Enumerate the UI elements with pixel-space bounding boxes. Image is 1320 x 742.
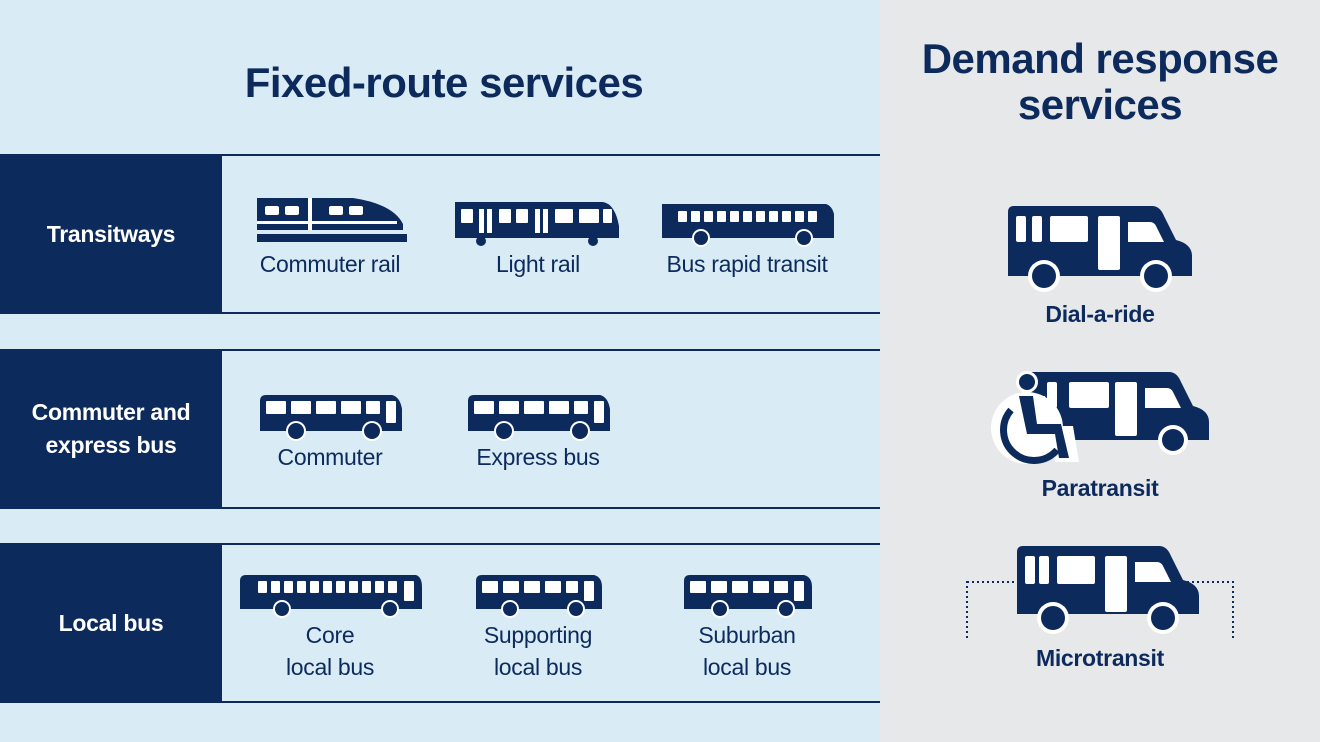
mode-label: Express bus [476, 444, 600, 470]
dr-label: Paratransit [1041, 475, 1159, 501]
row-label-local-bus: Local bus [0, 543, 222, 703]
microtransit-van-icon [966, 546, 1234, 645]
suburban-bus-icon [684, 575, 812, 618]
dr-label: Microtransit [1035, 645, 1165, 671]
mode-label: Suburban local bus [698, 622, 796, 680]
mode-label: Commuter rail [259, 251, 401, 277]
demand-response-panel [880, 0, 1320, 742]
microtransit-item: Microtransit [950, 542, 1250, 672]
dial-a-ride-item: Dial-a-ride [950, 200, 1250, 328]
express-bus-icon [468, 395, 610, 441]
mode-commuter: Commuter [230, 391, 430, 473]
core-bus-icon [240, 575, 422, 618]
dr-label: Dial-a-ride [1045, 301, 1155, 327]
demand-response-title: Demand response services [921, 35, 1279, 128]
mode-label: Bus rapid transit [666, 251, 828, 277]
mode-label: Commuter [277, 444, 383, 470]
mode-core-local-bus: Core local bus [230, 571, 430, 683]
light-rail-icon [455, 202, 619, 246]
mode-label: Light rail [496, 251, 580, 277]
row-label-commuter-express: Commuter and express bus [0, 349, 222, 509]
mode-suburban-local-bus: Suburban local bus [647, 571, 847, 683]
mode-express-bus: Express bus [438, 391, 638, 473]
local-bus-row: Local bus Core local bus [0, 543, 880, 703]
commuter-rail-icon [257, 198, 407, 242]
mode-label: Supporting local bus [483, 622, 593, 680]
paratransit-item: Paratransit [950, 366, 1250, 502]
brt-bus-icon [662, 204, 834, 247]
commuter-bus-icon [260, 395, 402, 441]
dial-a-ride-van-icon [1008, 206, 1192, 292]
transitways-row: Transitways Commuter rail [0, 154, 880, 314]
supporting-bus-icon [476, 575, 602, 618]
mode-light-rail: Light rail [438, 196, 638, 280]
row-label-transitways: Transitways [0, 154, 222, 314]
fixed-route-title: Fixed-route services [244, 59, 644, 106]
paratransit-van-icon [991, 371, 1209, 464]
mode-label: Core local bus [285, 622, 375, 680]
mode-supporting-local-bus: Supporting local bus [438, 571, 638, 683]
commuter-express-row: Commuter and express bus Commuter E [0, 349, 880, 509]
mode-commuter-rail: Commuter rail [230, 194, 430, 280]
mode-bus-rapid-transit: Bus rapid transit [647, 200, 847, 280]
